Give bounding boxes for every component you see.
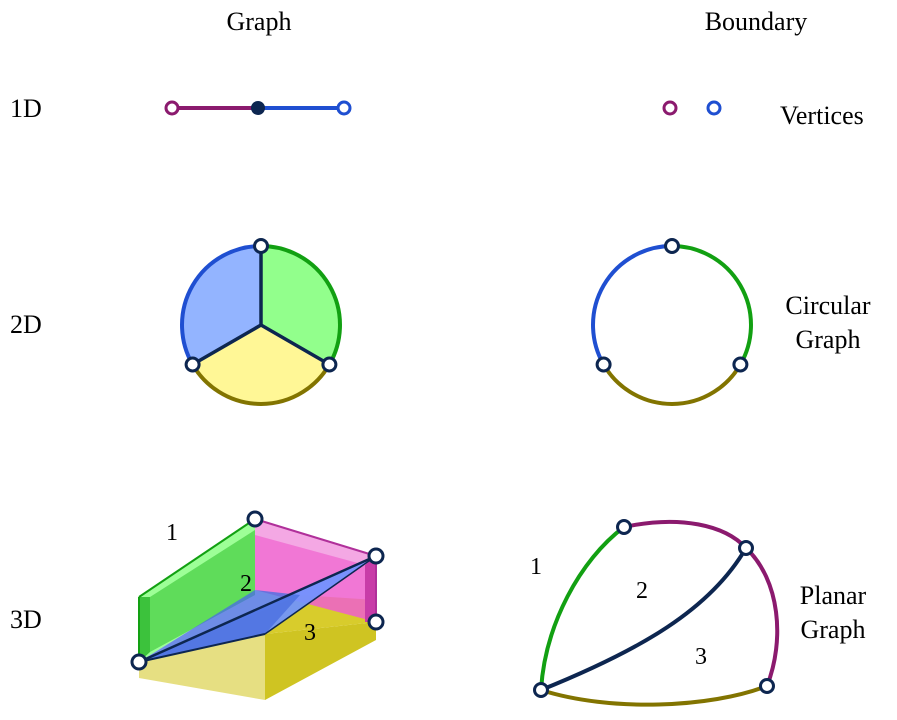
region-label-1-graph: 1 [166,520,178,546]
header-boundary: Boundary [705,7,808,36]
slab-front-left [139,634,265,700]
boundary-arc-blue [591,244,673,366]
vertex-center-filled [251,101,265,115]
planar-edge-olive [540,684,768,707]
label-vertices: Vertices [780,101,864,130]
arc-blue [180,244,262,366]
planar-edge-purple-right [744,546,780,687]
boundary-vertex-top [664,238,680,254]
arc-olive [190,363,332,406]
planar-edge-green [539,525,626,691]
row-label-3d: 3D [10,605,42,634]
region-label-3-graph: 3 [304,620,316,646]
label-circular: Circular [785,291,871,320]
boundary-2d [591,238,753,406]
boundary-vertex-purple [662,100,678,116]
edge-diagonal [138,554,377,664]
vertex-top [253,238,269,254]
boundary-vertex-blue [706,100,722,116]
vertex-purple [164,100,180,116]
vertex-right [321,356,338,373]
edge-green-top [138,518,256,598]
face-green-inner [150,530,255,652]
sector-yellow [192,325,330,404]
planar-vertex-right [738,540,754,556]
region-label-3-boundary: 3 [695,644,707,670]
edge-sheet-right [264,555,377,635]
planar-vertex-left [533,682,549,698]
edge-sheet-bottom [138,633,266,663]
vertex-3d-right [367,547,385,565]
label-circular-graph: Graph [796,325,861,354]
region-label-2-graph: 2 [240,571,252,597]
planar-vertex-bottom-right [759,678,775,694]
slab-front-right [265,622,376,700]
row-label-1d: 1D [10,94,42,123]
spoke-left [191,323,262,367]
vertex-3d-top [246,510,264,528]
region-label-1-boundary: 1 [530,554,542,580]
graph-1d [164,100,352,116]
planar-vertex-top [616,519,632,535]
graph-2d [180,238,342,406]
boundary-vertex-left [595,356,612,373]
label-planar-graph: Graph [801,615,866,644]
vertex-3d-bottom-right [367,613,385,631]
header-graph: Graph [227,7,292,36]
planar-edge-navy [540,546,748,692]
face-pink-top [255,519,376,565]
graph-3d [130,510,385,700]
planar-edge-purple-top [623,519,748,550]
boundary-1d [662,100,722,116]
region-label-2-boundary: 2 [636,578,648,604]
vertex-3d-left [130,653,148,671]
face-pink-side [365,556,376,622]
vertex-blue [336,100,352,116]
boundary-arc-olive [601,363,743,406]
row-label-2d: 2D [10,310,42,339]
arc-green [260,244,342,366]
boundary-vertex-right [732,356,749,373]
boundary-arc-green [671,244,753,366]
edge-pink-top [254,518,377,557]
spoke-right [260,323,331,367]
face-green-edge [139,597,150,662]
label-planar: Planar [800,581,867,610]
vertex-left [184,356,201,373]
boundary-3d [533,519,780,707]
